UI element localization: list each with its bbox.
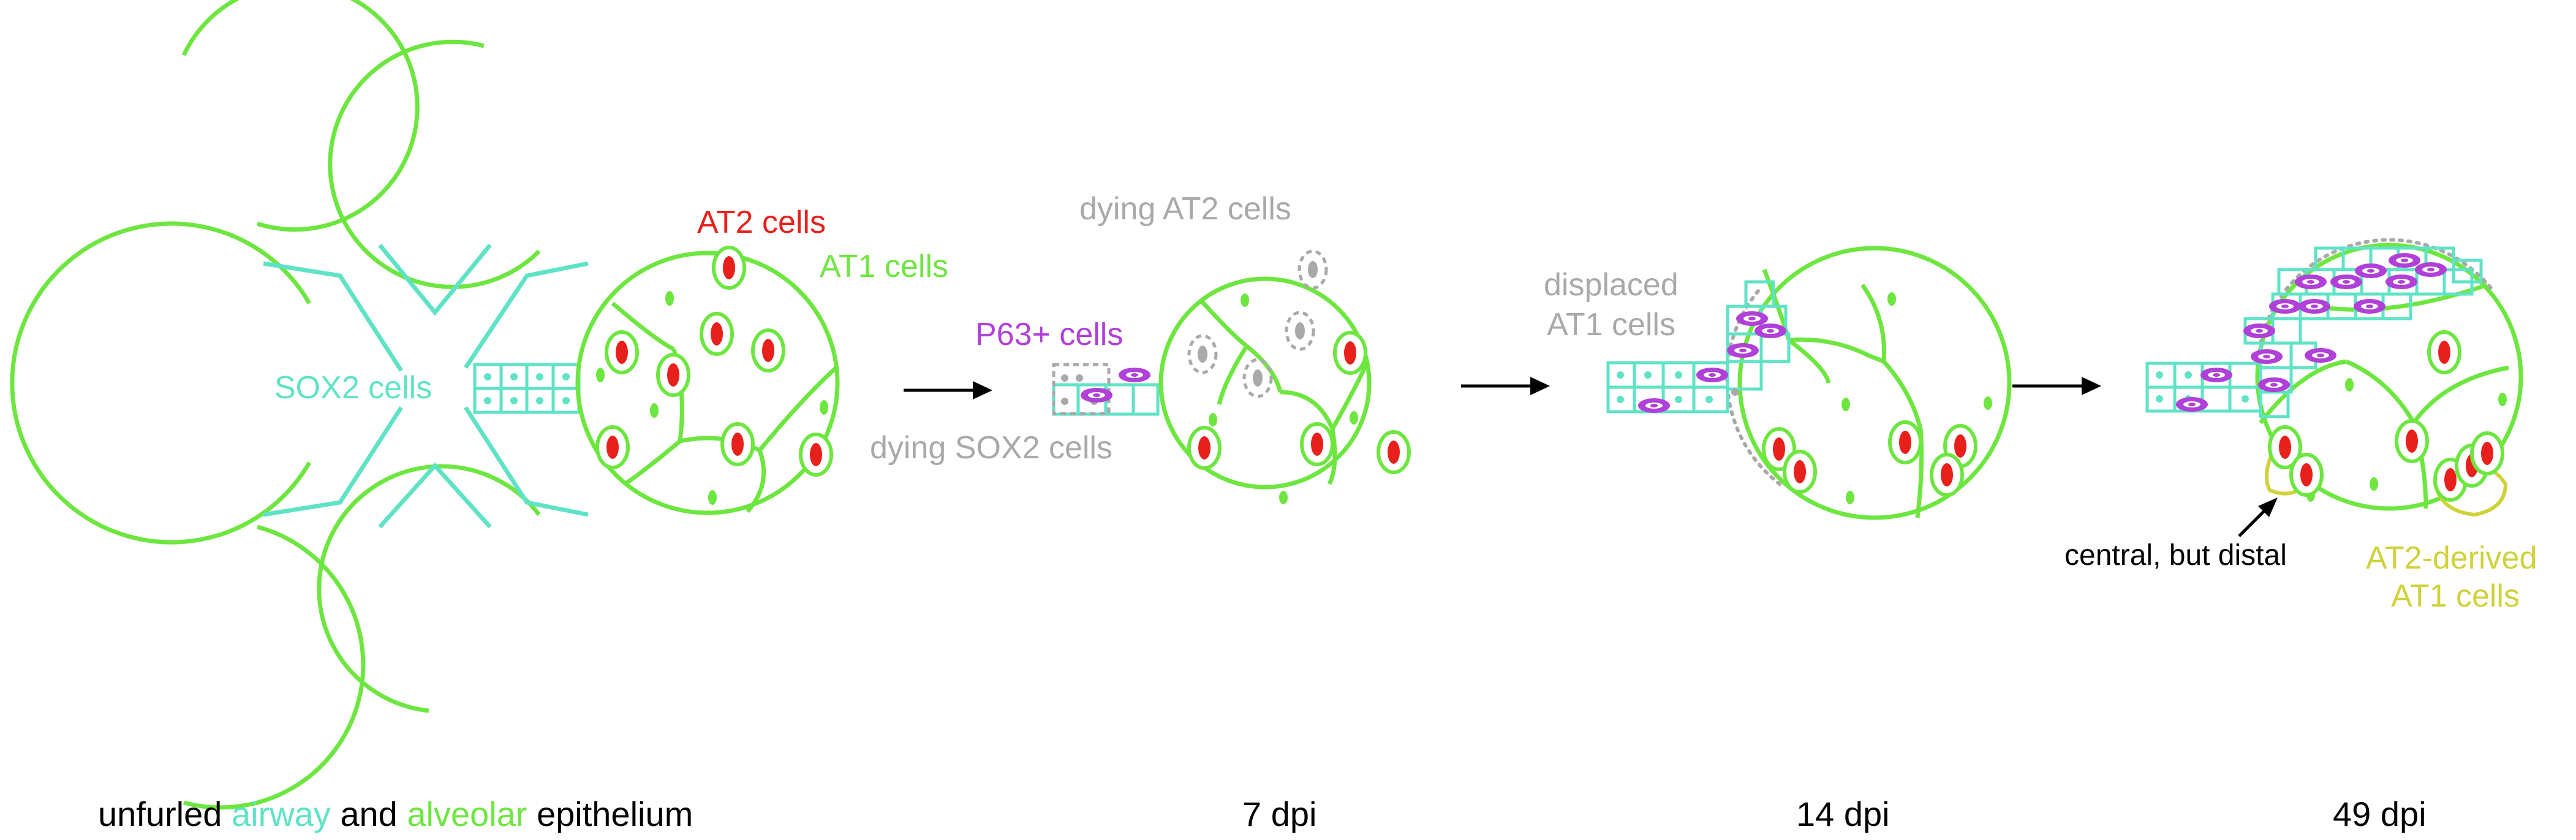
displaced-label-line2: AT1 cells <box>1547 307 1675 342</box>
stage-49dpi: central, but distal AT2-derived AT1 cell… <box>2064 238 2537 614</box>
alveolus-14dpi <box>1737 246 2012 520</box>
airway-bottom-diamond <box>378 462 492 529</box>
dying-at2-label: dying AT2 cells <box>1079 191 1291 227</box>
at1-nuclei <box>596 291 828 505</box>
caption-stage-4: 49 dpi <box>2333 795 2427 833</box>
arrow-3 <box>2012 377 2101 395</box>
sox2-cell-block <box>473 363 581 414</box>
displaced-label-line1: displaced <box>1544 267 1679 303</box>
arrow-2 <box>1461 377 1550 395</box>
caption-stage-2: 7 dpi <box>1242 795 1316 833</box>
at2-derived-label-line1: AT2-derived <box>2366 540 2537 576</box>
stage-14dpi: displaced AT1 cells <box>1544 246 2012 520</box>
caption-stage-3: 14 dpi <box>1796 795 1890 833</box>
stage-unfurled: SOX2 cells AT2 cells AT1 cells <box>10 0 948 810</box>
at2-derived-label-line2: AT1 cells <box>2391 578 2520 614</box>
alveolus-bottom-right <box>317 464 541 713</box>
at2-cells <box>597 248 831 475</box>
main-alveolus <box>575 251 840 515</box>
alveolus-top-right <box>328 39 541 289</box>
airway-lower-right-branch <box>464 406 589 517</box>
at2-cells-label: AT2 cells <box>697 205 826 240</box>
dying-sox2-label: dying SOX2 cells <box>870 430 1112 466</box>
stage-7dpi: dying AT2 cells P63+ cells dying SOX2 ce… <box>870 191 1409 504</box>
sox2-cells-label: SOX2 cells <box>274 370 432 406</box>
alveolus-bottom-left <box>183 524 366 810</box>
airway-upper-right-branch <box>464 261 589 369</box>
airway-top-diamond <box>378 243 492 316</box>
alveolus-left <box>10 221 312 545</box>
alveolus-49dpi <box>2255 243 2523 511</box>
airway-upper-left-branch <box>263 261 403 372</box>
dying-sox2-region <box>1052 363 1111 415</box>
central-distal-label: central, but distal <box>2064 539 2287 572</box>
airway-lower-left-branch <box>263 406 403 517</box>
central-distal-arrow <box>2238 498 2278 537</box>
caption-stage-1: unfurled airway and alveolar epithelium <box>98 795 693 833</box>
at1-cells-label: AT1 cells <box>820 249 948 284</box>
arrow-1 <box>904 381 992 399</box>
alveolus-top-left <box>181 0 420 232</box>
alveolus-7dpi <box>1158 276 1372 490</box>
p63-cells-label: P63+ cells <box>975 317 1123 352</box>
